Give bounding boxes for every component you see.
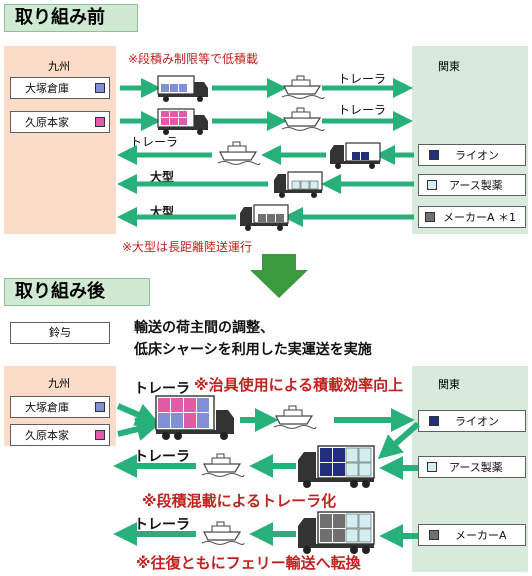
before-truck-kubara-icon <box>157 108 208 135</box>
after-trailer-return-2-icon <box>298 511 375 554</box>
color-square-icon <box>427 462 437 472</box>
before-note-low-load: ※段積み制限等で低積載 <box>128 52 259 66</box>
after-note-mixed-load: ※段積混載によるトレーラ化 <box>142 492 337 510</box>
after-note-ferry: ※往復ともにフェリー輸送へ転換 <box>136 554 361 572</box>
coordinator-box: 鈴与 <box>10 322 110 344</box>
before-kanto-region <box>412 46 528 234</box>
before-route-label-trailer-3: トレーラ <box>130 135 179 149</box>
before-truck-earth-icon <box>274 171 323 198</box>
before-truck-maker-a-icon <box>240 204 289 231</box>
color-square-icon <box>427 180 437 190</box>
after-ferry-return-1-icon <box>201 453 245 478</box>
after-arrow-return-1 <box>113 421 420 480</box>
after-route-label-trailer-2: トレーラ <box>134 449 190 465</box>
color-square-icon <box>429 530 439 540</box>
after-description-line-1: 輸送の荷主間の調整、 <box>134 320 274 336</box>
before-route-label-large-1: 大型 <box>150 170 175 184</box>
after-shipper-otsuka: 大塚倉庫 <box>10 396 110 418</box>
after-section-title: 取り組み後 <box>4 278 150 306</box>
before-shipper-maker-a: メーカーA ＊1 <box>418 206 526 228</box>
after-arrow-return-2 <box>113 522 418 548</box>
transition-down-arrow-icon <box>250 254 308 298</box>
before-route-label-trailer-1: トレーラ <box>338 72 387 86</box>
before-kyushu-label: 九州 <box>48 60 70 73</box>
color-square-icon <box>95 117 105 127</box>
after-arrow-outbound <box>116 403 415 441</box>
color-square-icon <box>95 402 105 412</box>
after-ferry-return-2-icon <box>201 521 245 546</box>
before-shipper-otsuka: 大塚倉庫 <box>10 77 110 99</box>
before-ferry-1-icon <box>281 75 325 100</box>
color-square-icon <box>429 150 439 160</box>
after-shipper-kubara: 久原本家 <box>10 424 110 446</box>
after-kyushu-label: 九州 <box>48 377 70 390</box>
after-route-label-trailer-1: トレーラ <box>134 381 190 397</box>
before-shipper-lion: ライオン <box>418 144 526 166</box>
before-truck-otsuka-icon <box>157 75 208 102</box>
color-square-icon <box>429 416 439 426</box>
after-route-label-trailer-3: トレーラ <box>134 517 190 533</box>
color-square-icon <box>95 430 105 440</box>
before-note-long-distance: ※大型は長距離陸送運行 <box>122 240 253 254</box>
before-ferry-3-icon <box>217 141 261 166</box>
before-section-title: 取り組み前 <box>4 4 138 32</box>
before-route-label-trailer-2: トレーラ <box>338 103 387 117</box>
after-ferry-outbound-icon <box>273 405 317 430</box>
after-note-jig: ※治具使用による積載効率向上 <box>194 376 404 394</box>
before-truck-lion-icon <box>330 142 381 169</box>
after-trailer-return-1-icon <box>298 445 375 488</box>
after-description-line-2: 低床シャーシを利用した実運送を実施 <box>134 342 372 358</box>
color-square-icon <box>95 83 105 93</box>
after-shipper-earth: アース製薬 <box>418 456 526 478</box>
before-kanto-label: 関東 <box>438 60 460 73</box>
after-trailer-outbound-icon <box>155 395 234 440</box>
before-shipper-kubara: 久原本家 <box>10 111 110 133</box>
before-ferry-2-icon <box>281 107 325 132</box>
after-kanto-label: 関東 <box>438 378 460 391</box>
before-shipper-earth: アース製薬 <box>418 174 526 196</box>
after-shipper-lion: ライオン <box>418 410 526 432</box>
after-shipper-maker-a: メーカーA <box>418 524 526 546</box>
color-square-icon <box>425 212 435 222</box>
